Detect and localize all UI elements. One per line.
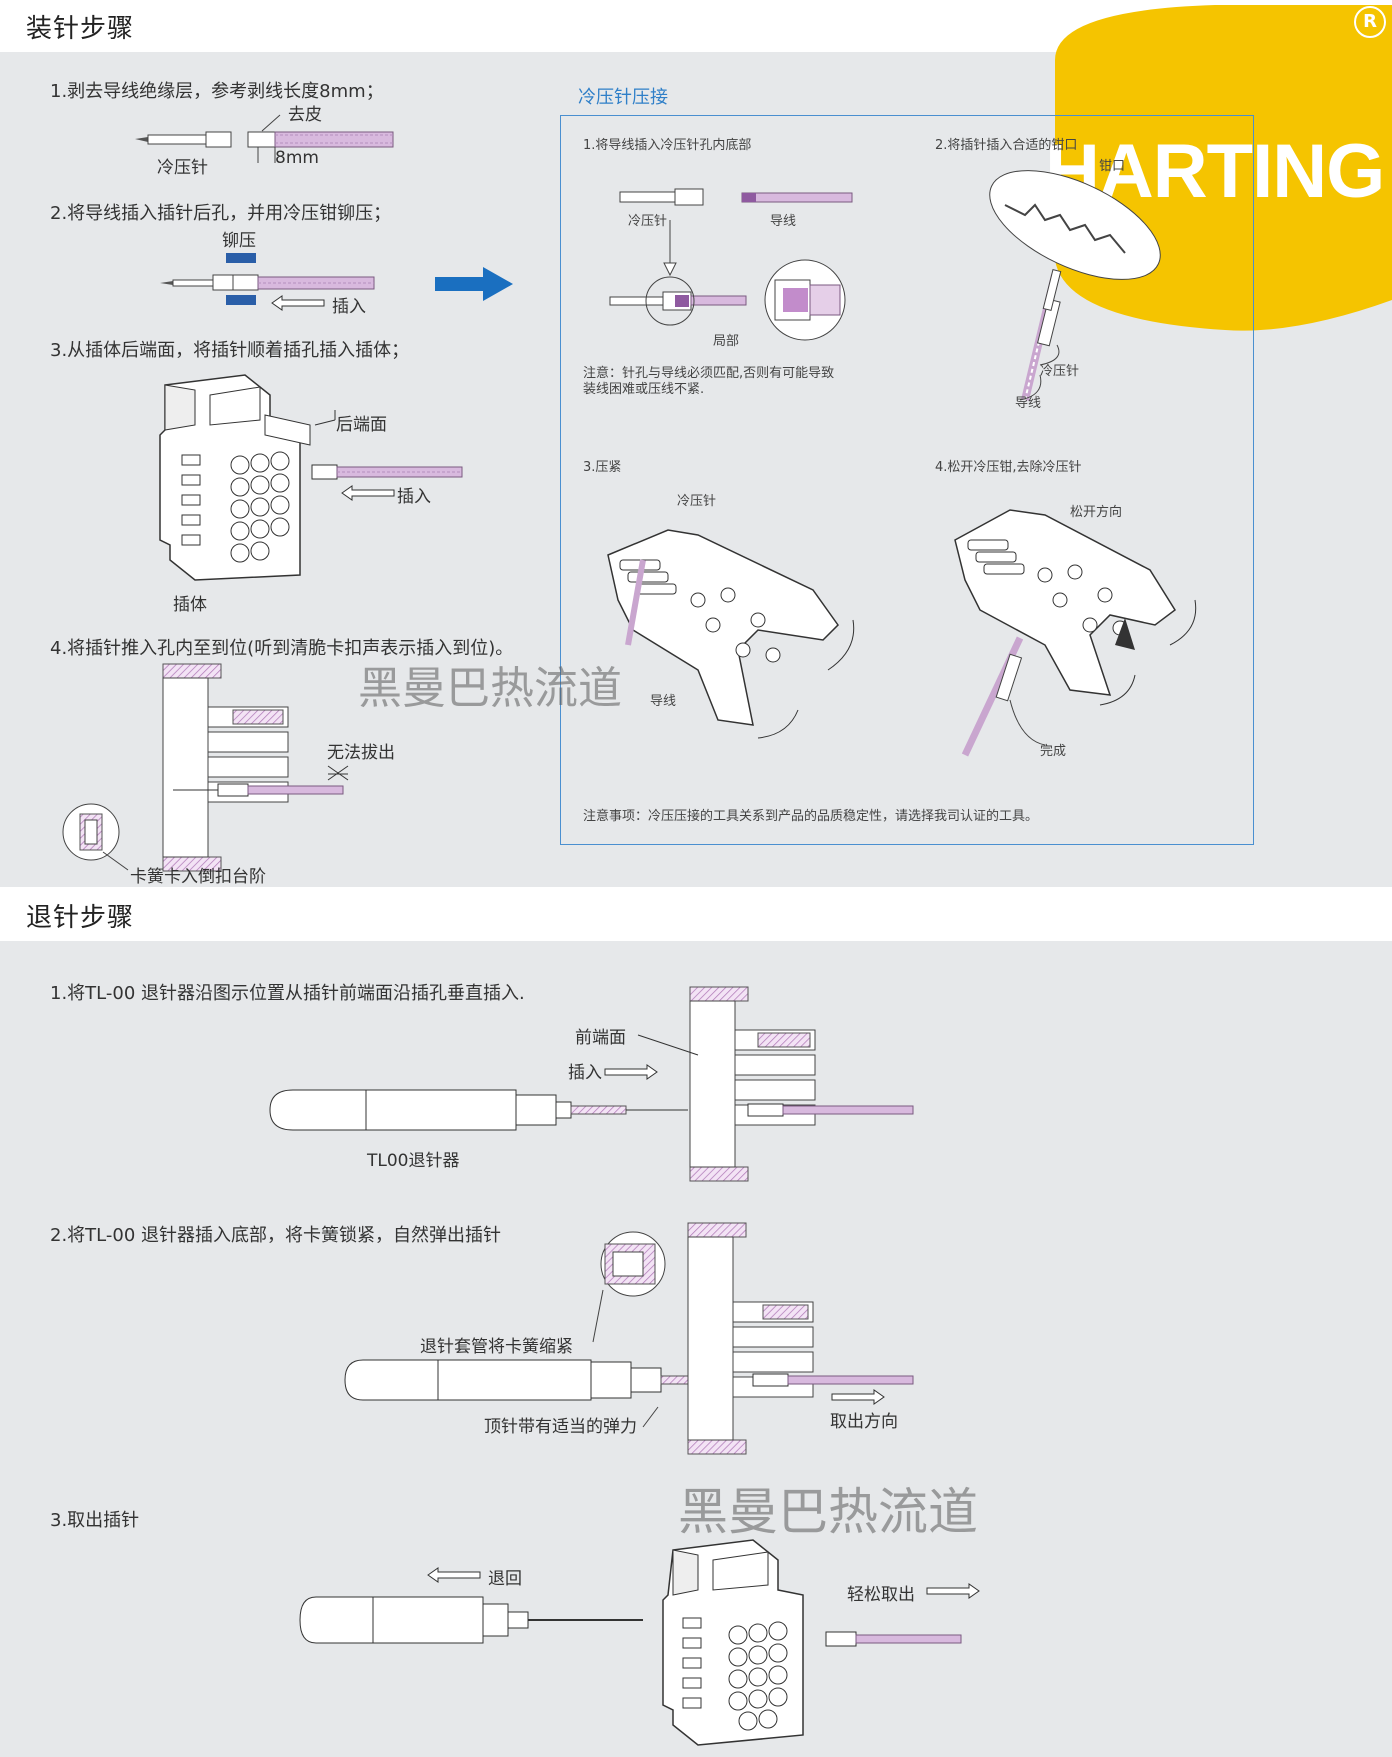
retreat-label: 退回	[488, 1569, 522, 1589]
install-step3-text: 3.从插体后端面，将插针顺着插孔插入插体；	[50, 340, 410, 361]
install-step4-text: 4.将插针推入孔内至到位(听到清脆卡扣声表示插入到位)。	[50, 638, 514, 659]
crimp-s4-done-label: 完成	[1040, 744, 1067, 759]
insert-arrow-icon-2	[341, 485, 395, 501]
install-step1-text: 1.剥去导线绝缘层，参考剥线长度8mm；	[50, 81, 384, 102]
insert-label: 插入	[332, 297, 366, 317]
next-arrow-icon	[435, 267, 513, 301]
remove-step3-text: 3.取出插针	[50, 1510, 140, 1531]
install-step2-text: 2.将导线插入插针后孔，并用冷压钳铆压；	[50, 203, 392, 224]
easy-removal-arrow-icon	[926, 1583, 980, 1599]
crimp-s2-jaw-label: 钳口	[1099, 159, 1126, 174]
extract-direction-label: 取出方向	[830, 1412, 898, 1432]
watermark-1: 黑曼巴热流道	[358, 663, 622, 714]
strip-label: 去皮	[288, 105, 322, 125]
retreat-arrow-icon	[427, 1567, 481, 1583]
strip-length-label: 8mm	[275, 148, 319, 168]
crimp-s2-pin-label: 冷压针	[1040, 364, 1080, 379]
crimp-s2-wire-label: 导线	[1015, 396, 1042, 411]
crimp-step3-text: 3.压紧	[583, 460, 622, 475]
rear-face-label: 后端面	[336, 415, 387, 435]
crimp-step4-text: 4.松开冷压钳,去除冷压针	[935, 460, 1082, 475]
crimp-insert-diagram	[160, 253, 375, 305]
crimp-step1-diagram	[609, 188, 853, 341]
remove-insert-arrow-icon	[604, 1064, 658, 1080]
easy-removal-label: 轻松取出	[847, 1585, 915, 1605]
crimp-s1-detail-label: 局部	[713, 334, 740, 349]
crimp-s3-pin-label: 冷压针	[677, 494, 717, 509]
connector-body-diagram	[159, 374, 463, 581]
spring-catch-label: 卡簧卡入倒扣台阶	[130, 867, 266, 887]
remove-step3-diagram	[299, 1539, 962, 1746]
crimp-note1-line2: 装线困难或压线不紧.	[583, 382, 705, 397]
cannot-pull-label: 无法拔出	[327, 743, 395, 763]
tl00-tool-label: TL00退针器	[367, 1151, 460, 1171]
extract-direction-arrow-icon	[831, 1389, 885, 1405]
remove-insert-label: 插入	[568, 1063, 602, 1083]
registered-mark-icon: R	[1354, 6, 1386, 38]
remove-step2-text: 2.将TL-00 退针器插入底部，将卡簧锁紧，自然弹出插针	[50, 1225, 501, 1246]
pin-seated-section-diagram	[62, 663, 349, 872]
crimp-note1-line1: 注意：针孔与导线必须匹配,否则有可能导致	[583, 366, 835, 381]
crimp-box-title: 冷压针压接	[578, 87, 668, 108]
crimp-s3-wire-label: 导线	[650, 694, 677, 709]
install-section-title: 装针步骤	[26, 14, 135, 44]
crimp-s1-wire-label: 导线	[770, 214, 797, 229]
crimp-instructions-box	[560, 115, 1254, 845]
remove-section-title: 退针步骤	[26, 903, 135, 933]
crimp-step4-plier-diagram	[954, 509, 1197, 757]
remove-step2-diagram	[344, 1222, 914, 1455]
connector-body-label: 插体	[173, 595, 207, 615]
crimp-note2: 注意事项：冷压压接的工具关系到产品的品质稳定性，请选择我司认证的工具。	[583, 809, 1039, 824]
registered-mark-text: R	[1363, 11, 1377, 32]
remove-step1-diagram	[269, 986, 914, 1182]
crimp-s4-dir-label: 松开方向	[1070, 505, 1123, 520]
crimp-pin-label: 冷压针	[157, 158, 208, 178]
crimp-step1-text: 1.将导线插入冷压针孔内底部	[583, 138, 752, 153]
insert-arrow-icon	[271, 295, 325, 311]
watermark-2: 黑曼巴热流道	[678, 1483, 978, 1541]
crimp-step2-text: 2.将插针插入合适的钳口	[935, 138, 1078, 153]
insert-label-2: 插入	[397, 487, 431, 507]
crimp-step3-plier-diagram	[607, 529, 855, 739]
ejector-spring-label: 顶针带有适当的弹力	[484, 1417, 637, 1437]
front-face-label: 前端面	[575, 1028, 626, 1048]
crimp-step2-diagram	[989, 170, 1161, 401]
remove-step1-text: 1.将TL-00 退针器沿图示位置从插针前端面沿插孔垂直插入.	[50, 983, 525, 1004]
crimp-s1-pin-label: 冷压针	[628, 214, 668, 229]
sleeve-label: 退针套管将卡簧缩紧	[420, 1337, 573, 1357]
strip-wire-diagram	[135, 114, 394, 163]
crimp-label: 铆压	[222, 231, 256, 251]
